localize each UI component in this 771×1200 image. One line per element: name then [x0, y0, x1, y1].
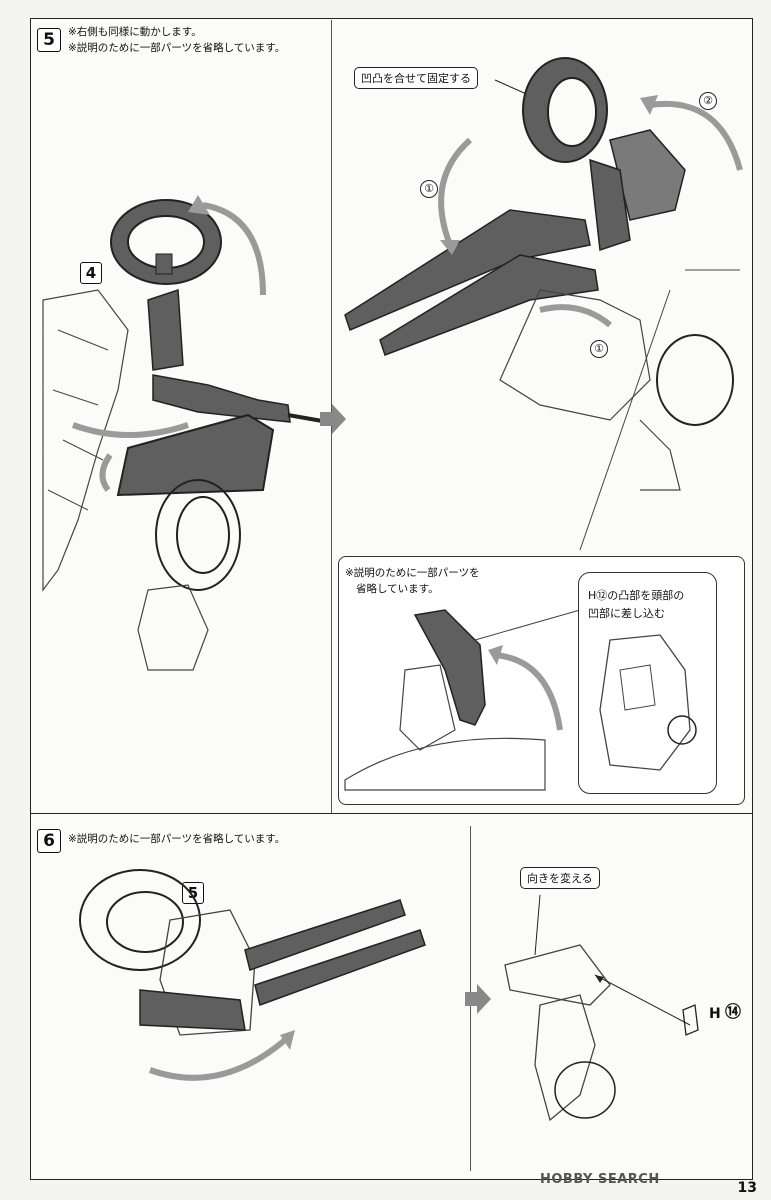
callout-turn: 向きを変える — [520, 867, 600, 889]
inset-note-1: ※説明のために一部パーツを — [345, 567, 480, 579]
step5-left-illustration — [42, 195, 329, 671]
section-divider — [30, 813, 753, 814]
bubble-text-2: 凹部に差し込む — [588, 607, 665, 620]
inset-note-2: 省略しています。 — [356, 583, 439, 595]
step6-left-illustration — [79, 869, 426, 1081]
ref-box-4: 4 — [80, 262, 102, 284]
bubble-illustration — [599, 634, 697, 771]
next-arrow-step5 — [320, 404, 346, 434]
part-label-h: H — [709, 1006, 721, 1022]
step5-right-illustration — [344, 57, 743, 551]
circled-step-2: ② — [699, 92, 717, 110]
part-number-14: ⑭ — [725, 1002, 742, 1021]
step-5-note-2: ※説明のために一部パーツを省略しています。 — [68, 42, 286, 54]
page-number: 13 — [737, 1180, 757, 1196]
bubble-text-1: H⑫の凸部を頭部の — [588, 589, 685, 602]
step6-right-illustration — [504, 894, 699, 1122]
step-5-note-1: ※右側も同様に動かします。 — [68, 26, 202, 38]
step-6-number: 6 — [37, 829, 61, 853]
step-6-note: ※説明のために一部パーツを省略しています。 — [68, 833, 286, 845]
step-5-number: 5 — [37, 28, 61, 52]
callout-fix: 凹凸を合せて固定する — [354, 67, 478, 89]
next-arrow-step6 — [465, 984, 491, 1014]
circled-step-1b: ① — [590, 340, 608, 358]
inset-illustration — [344, 609, 581, 791]
watermark: HOBBY SEARCH — [540, 1172, 660, 1187]
ref-box-5: 5 — [182, 882, 204, 904]
detail-bubble — [578, 572, 717, 794]
circled-step-1a: ① — [420, 180, 438, 198]
